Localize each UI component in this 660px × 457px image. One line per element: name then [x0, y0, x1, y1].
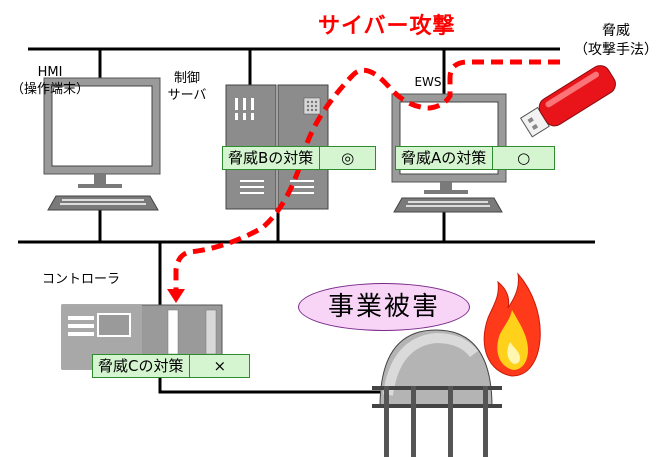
fire-icon [483, 272, 541, 377]
threat-label: 脅威 （攻撃手法） [566, 22, 660, 60]
measure-c-symbol: × [213, 357, 227, 375]
measure-b-text: 脅威Bの対策 [223, 147, 321, 169]
threat-label-line2: （攻撃手法） [574, 42, 658, 58]
hmi-label: HMI （操作端末） [0, 64, 100, 98]
server-label-line1: 制御 [173, 71, 200, 86]
measure-a-box: 脅威Aの対策 ○ [395, 146, 555, 170]
measure-c-text: 脅威Cの対策 [93, 355, 191, 377]
measure-c-box: 脅威Cの対策 × [92, 354, 250, 378]
controller-label: コントローラ [42, 272, 121, 287]
usb-threat-icon [519, 65, 616, 138]
ews-label: EWS [414, 75, 442, 89]
server-label: 制御 サーバ [160, 70, 214, 104]
business-damage-label: 事業被害 [298, 283, 470, 331]
attack-arrowhead [167, 289, 185, 303]
attack-path [173, 59, 560, 290]
measure-a-symbol: ○ [517, 149, 531, 167]
measure-b-symbol: ◎ [341, 149, 355, 167]
hmi-computer-icon [43, 77, 161, 211]
tank-icon [372, 329, 502, 457]
hmi-label-line2: （操作端末） [10, 82, 89, 97]
server-label-line2: サーバ [167, 88, 207, 103]
measure-a-text: 脅威Aの対策 [396, 147, 494, 169]
hmi-label-line1: HMI [37, 65, 63, 80]
threat-label-line1: 脅威 [602, 23, 630, 39]
cyber-attack-title: サイバー攻撃 [318, 14, 456, 39]
measure-b-box: 脅威Bの対策 ◎ [222, 146, 376, 170]
